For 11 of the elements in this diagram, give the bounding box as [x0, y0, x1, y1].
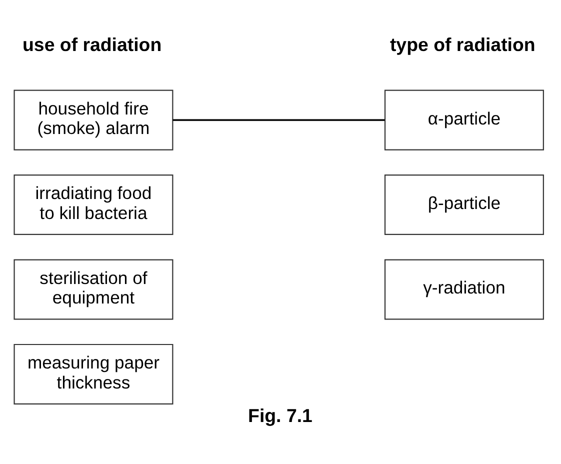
node-box: household fire (smoke) alarm — [14, 90, 174, 150]
connector — [172, 119, 385, 121]
node-box: irradiating food to kill bacteria — [14, 174, 174, 236]
node-box: β-particle — [384, 174, 544, 236]
node-box: sterilisation of equipment — [14, 259, 174, 320]
node-box: γ-radiation — [384, 259, 544, 320]
caption: Fig. 7.1 — [248, 405, 312, 426]
node-box: α-particle — [384, 90, 544, 150]
label: type of radiation — [390, 34, 536, 55]
label: use of radiation — [22, 34, 162, 55]
node-box: measuring paper thickness — [14, 344, 174, 404]
